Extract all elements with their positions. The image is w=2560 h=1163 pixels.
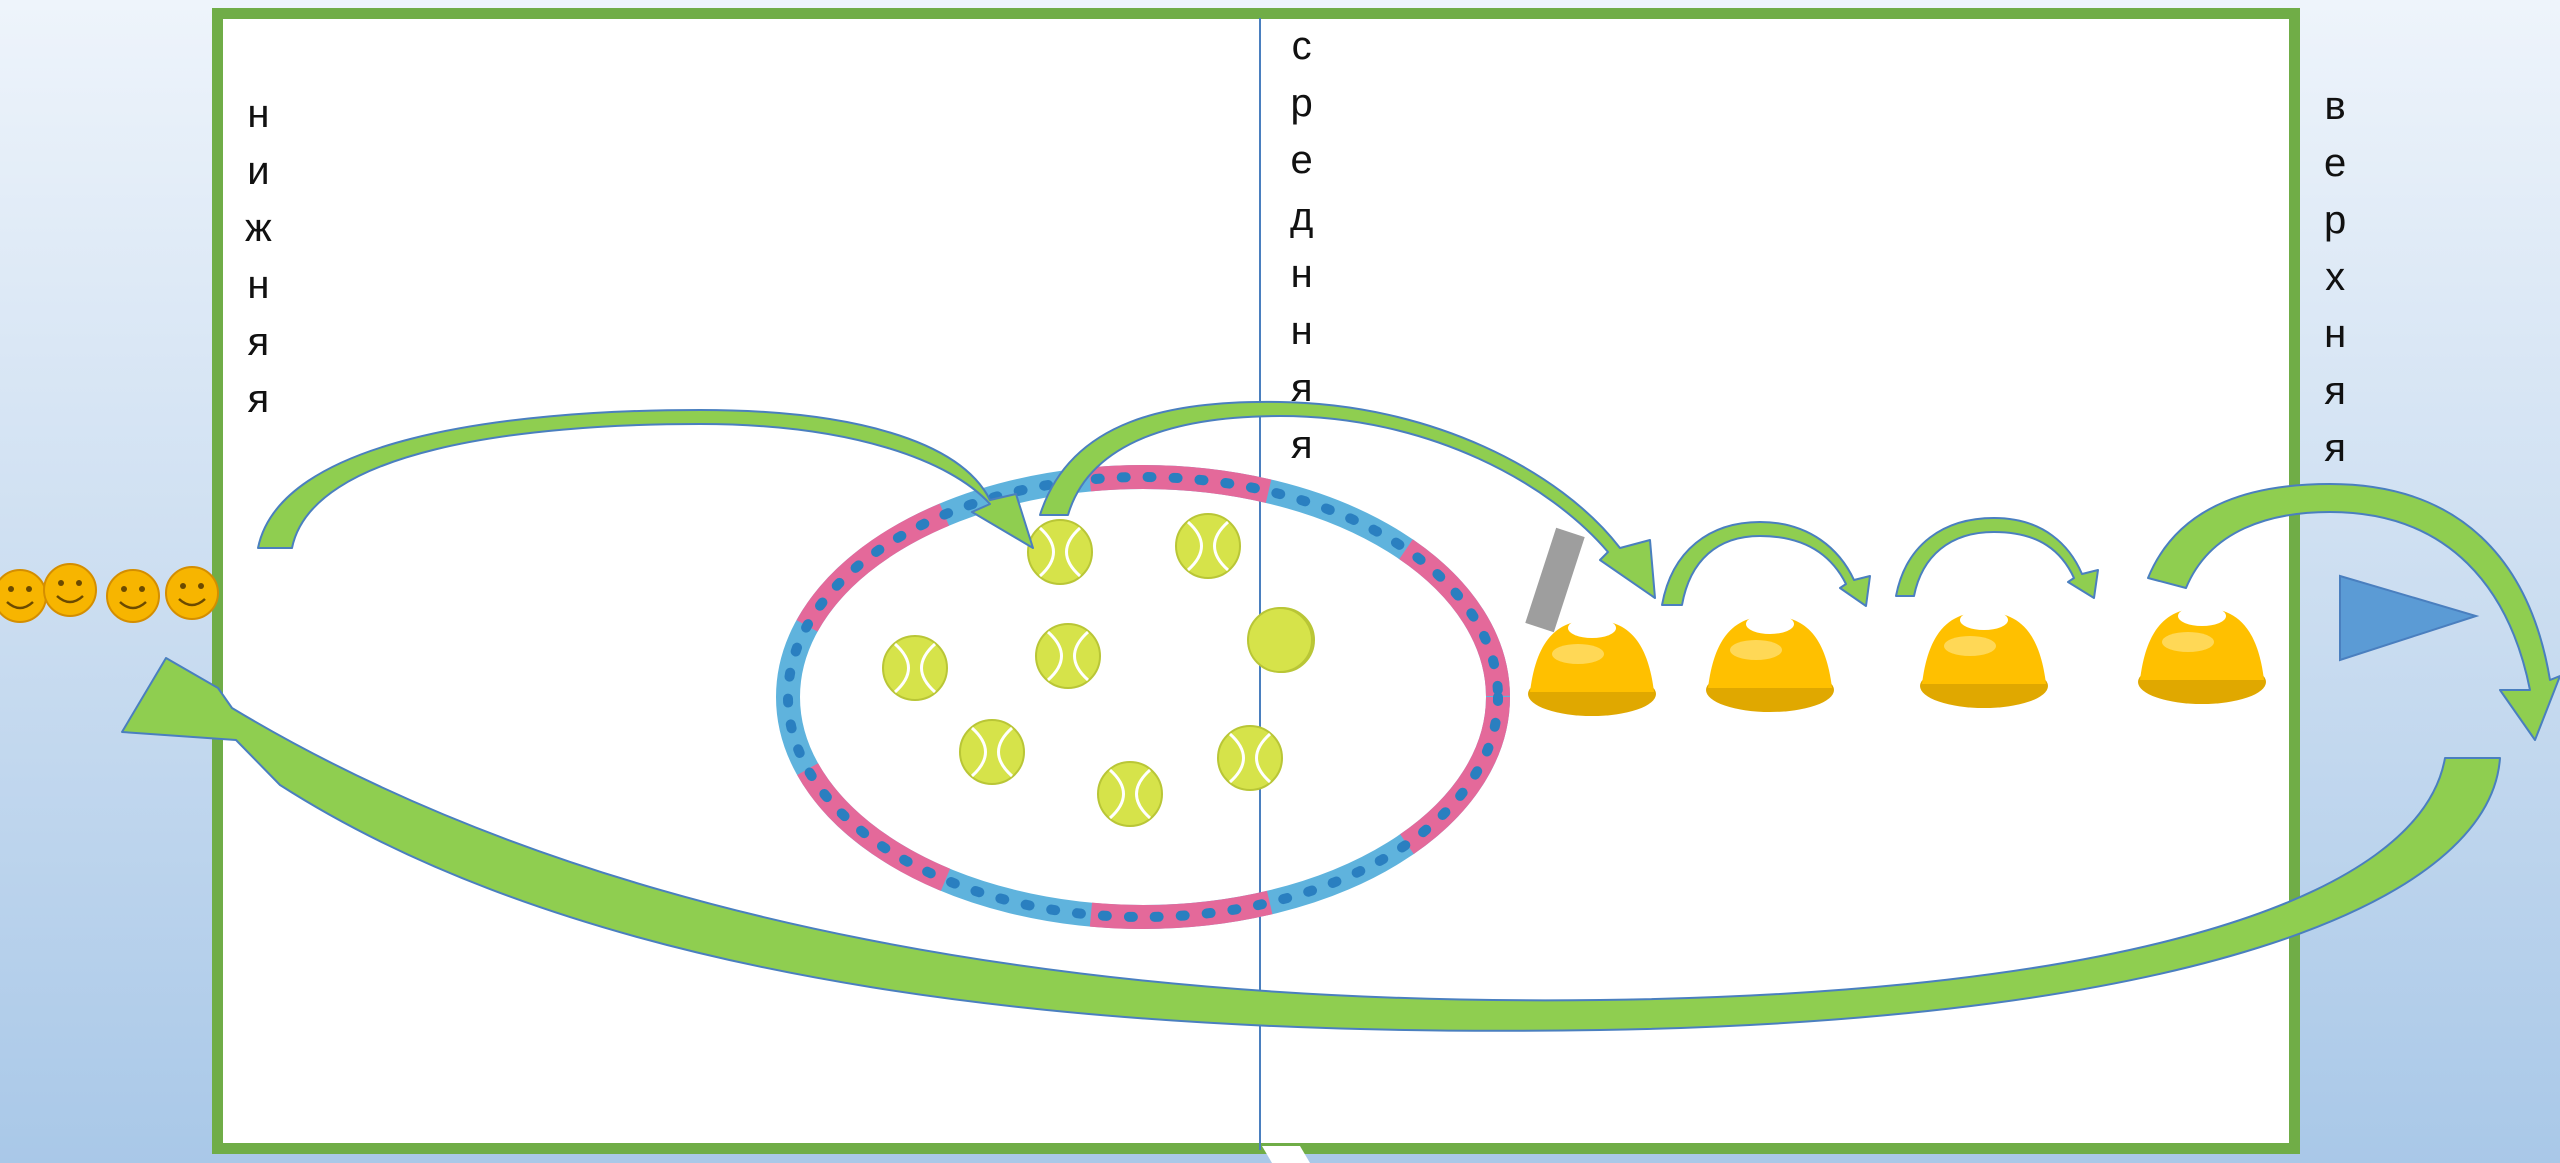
training-cone bbox=[2138, 606, 2266, 704]
player-smiley-icon bbox=[43, 563, 97, 617]
zone-letter: с bbox=[1291, 24, 1312, 68]
zone-letter: я bbox=[2324, 426, 2346, 470]
arrow-cone-1-to-2 bbox=[1661, 521, 1871, 607]
tennis-ball bbox=[1247, 607, 1313, 673]
zone-letter: я bbox=[247, 320, 270, 364]
zone-letter: н bbox=[1290, 309, 1313, 353]
zone-letter: я bbox=[247, 377, 270, 421]
zone-letter: н bbox=[2324, 312, 2347, 356]
zone-letter: н bbox=[247, 92, 270, 136]
arrow-entry-to-hoop bbox=[257, 409, 1034, 549]
zone-letter: и bbox=[247, 149, 270, 193]
tennis-ball bbox=[882, 635, 948, 701]
zone-letter: х bbox=[2325, 255, 2346, 299]
flag-marker bbox=[2339, 574, 2480, 662]
arrow-cone-2-to-3 bbox=[1895, 517, 2099, 599]
zone-letter: в bbox=[2324, 84, 2346, 128]
player-smiley-icon bbox=[0, 569, 47, 623]
tennis-ball bbox=[1175, 513, 1241, 579]
arrow-return-to-start bbox=[121, 657, 2501, 1032]
tennis-ball bbox=[1217, 725, 1283, 791]
zone-letter: е bbox=[2324, 141, 2347, 185]
center-marker bbox=[1262, 1146, 1310, 1163]
zone-letter: р bbox=[1290, 81, 1313, 125]
arrow-cone-to-flag bbox=[2147, 483, 2560, 741]
zone-letter: я bbox=[1290, 366, 1313, 410]
zone-letter: н bbox=[247, 263, 270, 307]
tennis-ball bbox=[1097, 761, 1163, 827]
zone-letter: я bbox=[1290, 423, 1313, 467]
zone-letter: д bbox=[1290, 195, 1314, 239]
zone-letter: н bbox=[1290, 252, 1313, 296]
zone-letter: я bbox=[2324, 369, 2346, 413]
hoop bbox=[776, 465, 1510, 929]
arrow-hoop-to-cone bbox=[1039, 400, 1656, 599]
court-area bbox=[212, 8, 2300, 1154]
zone-letter: е bbox=[1290, 138, 1313, 182]
training-cone bbox=[1706, 614, 1834, 712]
label-tag bbox=[1525, 527, 1585, 633]
player-smiley-icon bbox=[165, 566, 219, 620]
tennis-ball bbox=[959, 719, 1025, 785]
training-cone bbox=[1920, 610, 2048, 708]
tennis-ball bbox=[1027, 519, 1093, 585]
tennis-ball bbox=[1035, 623, 1101, 689]
zone-letter: р bbox=[2324, 198, 2347, 242]
zone-letter: ж bbox=[245, 206, 272, 250]
training-cone bbox=[1528, 618, 1656, 716]
player-smiley-icon bbox=[106, 569, 160, 623]
